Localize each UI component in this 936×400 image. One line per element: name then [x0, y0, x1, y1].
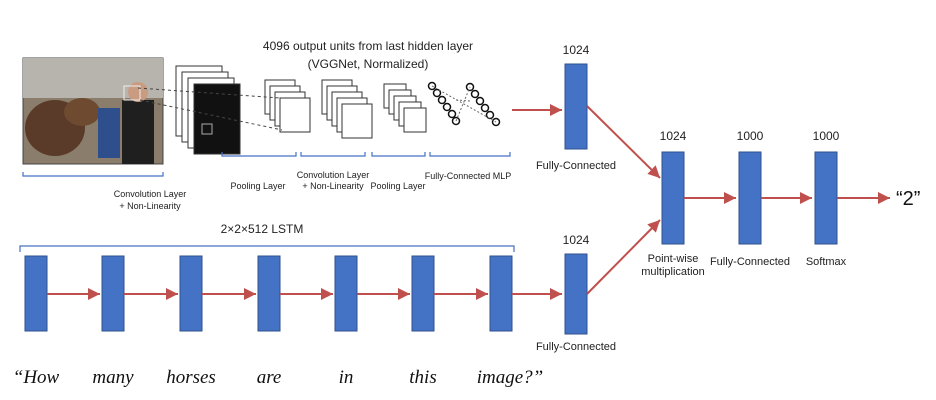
brace-conv1: [22, 172, 164, 177]
conv1-label-line1: Convolution Layer: [114, 189, 187, 199]
mlp-label: Fully-Connected MLP: [425, 171, 512, 181]
input-photo: [22, 57, 164, 165]
brace-lstm: [19, 245, 515, 252]
brace-mlp: [429, 152, 511, 157]
question-words: “How many horses are in this image?”: [13, 367, 543, 388]
img-fc-size: 1024: [563, 43, 590, 57]
lstm-caption: 2×2×512 LSTM: [221, 222, 304, 236]
conv-stack-1: [175, 65, 241, 155]
softmax-block: [814, 151, 838, 245]
img-fc-label: Fully-Connected: [536, 160, 616, 172]
softmax-label: Softmax: [806, 256, 847, 268]
question-word-6: this: [409, 367, 436, 388]
lstm-fc-label: Fully-Connected: [536, 341, 616, 353]
pointwise-label-line2: multiplication: [641, 266, 705, 278]
conv1-label-line2: + Non-Linearity: [119, 201, 181, 211]
pointwise-block: [661, 151, 685, 245]
pool2-label: Pooling Layer: [370, 181, 425, 191]
brace-pool2: [371, 152, 426, 157]
lstm-cell-1: [24, 255, 48, 332]
lstm-fc-block: [564, 253, 588, 335]
lstm-cell-7: [489, 255, 513, 332]
question-word-1: “How: [13, 367, 60, 388]
question-word-2: many: [92, 367, 134, 388]
lstm-cell-2: [101, 255, 125, 332]
img-fc-block: [564, 63, 588, 150]
question-word-4: are: [257, 367, 282, 388]
lstm-cell-3: [179, 255, 203, 332]
top-caption-line1: 4096 output units from last hidden layer: [263, 39, 473, 53]
conv-stack-2: [321, 79, 373, 139]
lstm-cell-4: [257, 255, 281, 332]
pool-stack-1: [264, 79, 311, 133]
question-word-3: horses: [166, 367, 216, 388]
question-word-5: in: [339, 367, 354, 388]
lstm-to-merge-arrow: [586, 219, 661, 295]
lstm-cell-5: [334, 255, 358, 332]
conv2-label-line2: + Non-Linearity: [302, 181, 364, 191]
conv2-label-line1: Convolution Layer: [297, 170, 370, 180]
lstm-fc-size: 1024: [563, 233, 590, 247]
img-to-merge-arrow: [586, 105, 661, 179]
lstm-cell-6: [411, 255, 435, 332]
brace-pool1: [221, 152, 297, 157]
mlp-nodes: [427, 81, 501, 127]
feature-link-lines: [137, 87, 283, 131]
pointwise-label-line1: Point-wise: [648, 253, 699, 265]
pointwise-size: 1024: [660, 129, 687, 143]
top-caption-line2: (VGGNet, Normalized): [308, 57, 429, 71]
fc2-size: 1000: [737, 129, 764, 143]
fc2-label: Fully-Connected: [710, 256, 790, 268]
brace-conv2: [300, 152, 366, 157]
pool-stack-2: [383, 83, 427, 133]
answer-text: “2”: [896, 188, 920, 210]
pool1-label: Pooling Layer: [230, 181, 285, 191]
fc2-block: [738, 151, 762, 245]
question-word-7: image?”: [477, 367, 544, 388]
lstm-cells: [24, 255, 513, 332]
softmax-size: 1000: [813, 129, 840, 143]
